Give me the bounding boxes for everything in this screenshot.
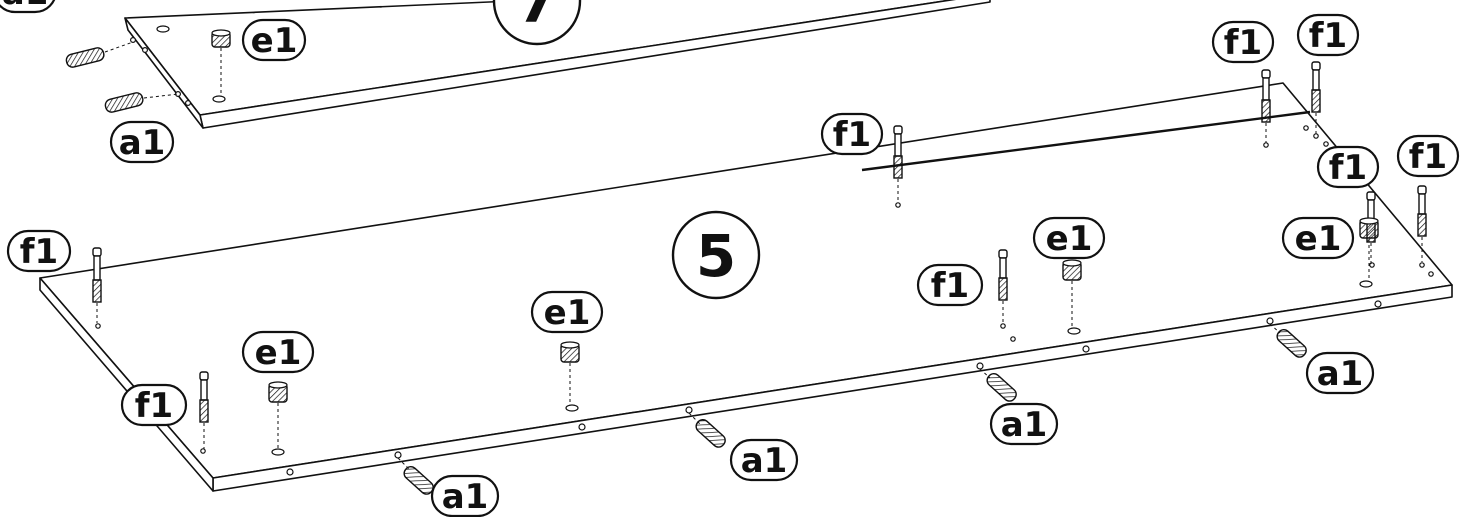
callout-e1: e1 <box>530 290 604 334</box>
callout-label: f1 <box>20 232 58 272</box>
callout-label: a1 <box>1001 405 1048 445</box>
callout-label: a1 <box>741 441 788 481</box>
callout-label: e1 <box>1295 219 1342 259</box>
callout-label: f1 <box>1309 16 1347 56</box>
dowel-panel7-lower <box>104 92 179 113</box>
connector-bolt-f1-left-front <box>199 371 209 449</box>
callout-f1: f1 <box>1211 20 1275 64</box>
callout-label: f1 <box>1329 148 1367 188</box>
panel-number-5-label: 5 <box>696 222 736 290</box>
callout-f1: f1 <box>1296 13 1360 57</box>
callout-label: f1 <box>135 386 173 426</box>
callout-label: a1 <box>119 123 166 163</box>
dowel-panel7-upper <box>65 41 134 68</box>
callout-a1: a1 <box>989 402 1059 446</box>
callout-a1: a1 <box>729 438 799 482</box>
connector-bolt-f1-mid <box>998 249 1008 324</box>
cam-lock-e1-right-corner <box>1359 217 1379 280</box>
connector-bolt-f1-back-2 <box>1261 69 1271 143</box>
dowel-a1-mid-right <box>979 368 1017 402</box>
callout-a1: a1 <box>1305 351 1375 395</box>
callout-a1: a1 <box>0 0 56 14</box>
panel-number-5: 5 <box>671 210 761 300</box>
callout-label: f1 <box>931 266 969 306</box>
callout-a1: a1 <box>430 474 500 517</box>
dowel-a1-mid <box>688 412 726 448</box>
panel-7-side-edge <box>124 17 204 129</box>
callout-label: e1 <box>251 21 298 61</box>
dowel-a1-left <box>397 457 434 495</box>
callout-f1: f1 <box>820 112 884 156</box>
panel-5-holes <box>95 125 1434 456</box>
callout-f1: f1 <box>1396 134 1460 178</box>
callout-label: a1 <box>1317 354 1364 394</box>
callout-label: f1 <box>1224 23 1262 63</box>
cam-lock-e1-center <box>560 341 580 405</box>
connector-bolt-f1-right-2 <box>1417 185 1427 262</box>
connector-bolt-f1-back-1 <box>893 125 903 203</box>
panel-7-holes <box>130 25 226 106</box>
panel-5-edge-holes <box>286 300 1382 476</box>
callout-f1: f1 <box>916 263 984 307</box>
connector-bolt-f1-left-rear <box>92 247 102 323</box>
dowel-a1-right <box>1269 323 1307 358</box>
panel-7 <box>124 0 991 129</box>
panel-number-7: 7 <box>492 0 582 46</box>
callout-label: f1 <box>833 115 871 155</box>
callout-label: f1 <box>1409 137 1447 177</box>
panel-number-7-label: 7 <box>517 0 557 36</box>
back-panel-groove <box>861 110 1311 172</box>
cam-lock-e1-right-mid <box>1062 259 1082 328</box>
callout-e1: e1 <box>1281 216 1355 260</box>
callout-label: e1 <box>255 333 302 373</box>
callout-f1: f1 <box>6 229 72 273</box>
callout-label: e1 <box>1046 219 1093 259</box>
callout-e1: e1 <box>241 330 315 374</box>
callout-label: a1 <box>442 477 489 517</box>
callout-label: a1 <box>2 0 49 13</box>
cam-lock-e1-left <box>268 381 288 449</box>
callout-label: e1 <box>544 293 591 333</box>
cam-lock-panel7 <box>211 29 231 96</box>
callout-a1: a1 <box>109 120 175 164</box>
connector-bolt-f1-back-3 <box>1311 61 1321 134</box>
callout-f1: f1 <box>120 383 188 427</box>
callout-f1: f1 <box>1316 145 1380 189</box>
callout-e1: e1 <box>1032 216 1106 260</box>
callout-e1: e1 <box>241 18 307 62</box>
